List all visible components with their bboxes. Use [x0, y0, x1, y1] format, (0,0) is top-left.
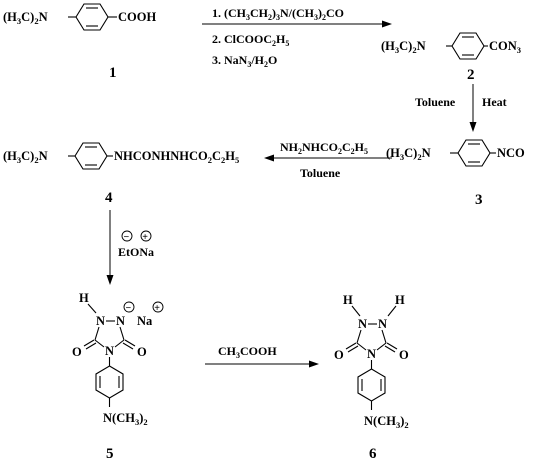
compound-5-dimethylamino: N(CH3)2: [103, 411, 148, 427]
compound-5-atom-na: Na: [137, 314, 153, 328]
compound-6-dimethylamino: N(CH3)2: [364, 414, 409, 430]
compound-5-atom-o-left: O: [72, 345, 82, 359]
compound-2-left-group: (H3C)2N: [381, 39, 426, 55]
compound-4: (H3C)2N NHCONHNHCO2C2H5 4: [3, 142, 239, 206]
compound-5-atom-n1: N: [96, 314, 105, 328]
svg-text:−: −: [124, 232, 130, 243]
compound-4-benzene-ring: [74, 142, 108, 170]
reagent-step-1: 1. (CH3CH2)3N/(CH3)2CO: [212, 6, 344, 22]
compound-4-number: 4: [105, 190, 113, 206]
compound-6-atom-h2: H: [395, 293, 405, 307]
compound-5: H N N − Na + O O N N(CH3)2 5: [72, 291, 164, 462]
reagent-ethyl-carbazate: NH2NHCO2C2H5: [280, 140, 368, 156]
compound-5-positive-charge: +: [154, 303, 160, 314]
reagent-acetic-acid: CH3COOH: [218, 344, 277, 360]
reaction-arrow-2-3: [469, 84, 477, 132]
compound-1-left-group: (H3C)2N: [3, 10, 48, 26]
reaction-arrow-1-2: [202, 20, 392, 28]
compound-5-negative-charge: −: [126, 303, 132, 314]
compound-5-benzene-ring: [95, 365, 124, 399]
compound-5-triazolidine-ring: [83, 326, 136, 350]
compound-3-benzene-ring: [457, 139, 491, 167]
compound-6-triazolidine-ring: [345, 329, 398, 353]
solvent-toluene-label-2: Toluene: [300, 166, 341, 180]
compound-6: H H N N O O N N(CH3)2 6: [334, 293, 409, 462]
compound-5-number: 5: [106, 446, 114, 462]
reaction-arrow-3-4: [264, 154, 392, 162]
compound-6-atom-n4: N: [367, 347, 376, 361]
compound-3: (H3C)2N NCO 3: [386, 139, 525, 208]
compound-4-left-group: (H3C)2N: [3, 149, 48, 165]
compound-2-right-group: CON3: [489, 39, 521, 55]
compound-3-left-group: (H3C)2N: [386, 146, 431, 162]
compound-5-atom-n4: N: [105, 344, 114, 358]
svg-text:+: +: [142, 232, 148, 243]
reaction-arrow-5-6: [205, 360, 319, 368]
compound-2-benzene-ring: [451, 32, 485, 60]
compound-6-number: 6: [369, 446, 377, 462]
compound-1-number: 1: [109, 65, 117, 81]
reagent-etona: EtONa: [118, 245, 154, 259]
compound-6-benzene-ring: [357, 368, 386, 402]
reaction-arrow-4-5: [106, 210, 114, 285]
reagent-etona-charges: − +: [121, 230, 152, 243]
compound-1-right-group: COOH: [118, 10, 156, 24]
condition-heat-label: Heat: [482, 95, 507, 109]
compound-3-right-group: NCO: [497, 146, 525, 160]
compound-2-number: 2: [467, 67, 475, 83]
compound-1: (H3C)2N COOH 1: [3, 3, 156, 81]
compound-5-atom-o-right: O: [137, 345, 147, 359]
compound-6-atom-o-right: O: [399, 348, 409, 362]
solvent-toluene-label: Toluene: [415, 95, 456, 109]
reagent-step-2: 2. ClCOOC2H5: [212, 32, 289, 48]
compound-6-atom-n2: N: [378, 317, 387, 331]
compound-6-atom-h1: H: [343, 293, 353, 307]
compound-6-atom-n1: N: [358, 317, 367, 331]
reagent-step-3: 3. NaN3/H2O: [212, 53, 277, 69]
compound-2: (H3C)2N CON3 2: [381, 32, 521, 83]
compound-1-benzene-ring: [75, 3, 109, 31]
compound-5-atom-n2: N: [116, 314, 125, 328]
compound-3-number: 3: [475, 192, 483, 208]
compound-6-atom-o-left: O: [334, 348, 344, 362]
compound-4-right-group: NHCONHNHCO2C2H5: [114, 149, 239, 165]
compound-5-atom-h: H: [79, 291, 89, 305]
